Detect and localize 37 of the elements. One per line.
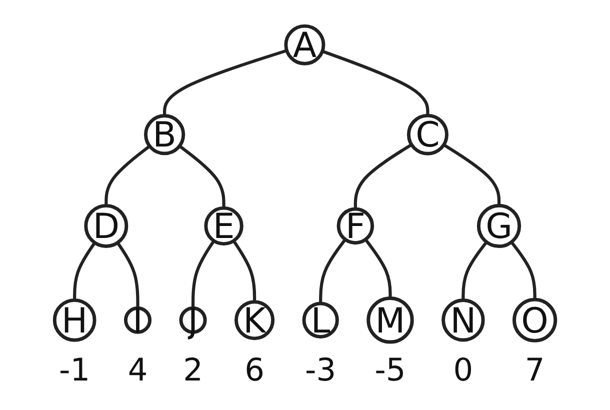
node-circle: F <box>336 207 374 245</box>
connector <box>116 242 140 308</box>
connector <box>442 143 501 206</box>
connector <box>191 240 216 308</box>
leaf-value: 2 <box>183 352 203 389</box>
leaf-value: -3 <box>305 352 336 389</box>
node-circle: M <box>366 296 414 344</box>
connector <box>178 144 226 208</box>
connector <box>462 241 488 300</box>
node-circle: D <box>84 204 128 248</box>
leaf-value: 6 <box>244 352 264 389</box>
connector <box>364 238 392 298</box>
node-circle: B <box>144 114 186 156</box>
node-circle: O <box>512 298 558 342</box>
connector <box>322 50 430 116</box>
node-label: J <box>188 299 198 341</box>
leaf-value: 4 <box>128 352 148 389</box>
connector <box>232 240 256 302</box>
node-circle: G <box>476 204 522 248</box>
connector <box>354 143 412 210</box>
leaf-value: 0 <box>453 352 474 389</box>
node-circle: A <box>284 24 326 66</box>
connector <box>73 242 96 300</box>
leaf-value: -1 <box>59 352 90 389</box>
connector <box>104 144 151 206</box>
leaf-value: -5 <box>374 352 406 389</box>
connector <box>163 49 288 116</box>
node-circle: L <box>302 302 339 338</box>
node-circle: N <box>442 298 485 342</box>
node-circle: I <box>124 306 152 334</box>
node-circle: H <box>52 298 96 342</box>
connector <box>510 241 536 300</box>
leaf-value: 7 <box>524 352 545 389</box>
node-circle: C <box>406 114 448 156</box>
connector <box>319 238 346 304</box>
node-circle: K <box>234 300 275 340</box>
node-circle: E <box>204 206 244 246</box>
